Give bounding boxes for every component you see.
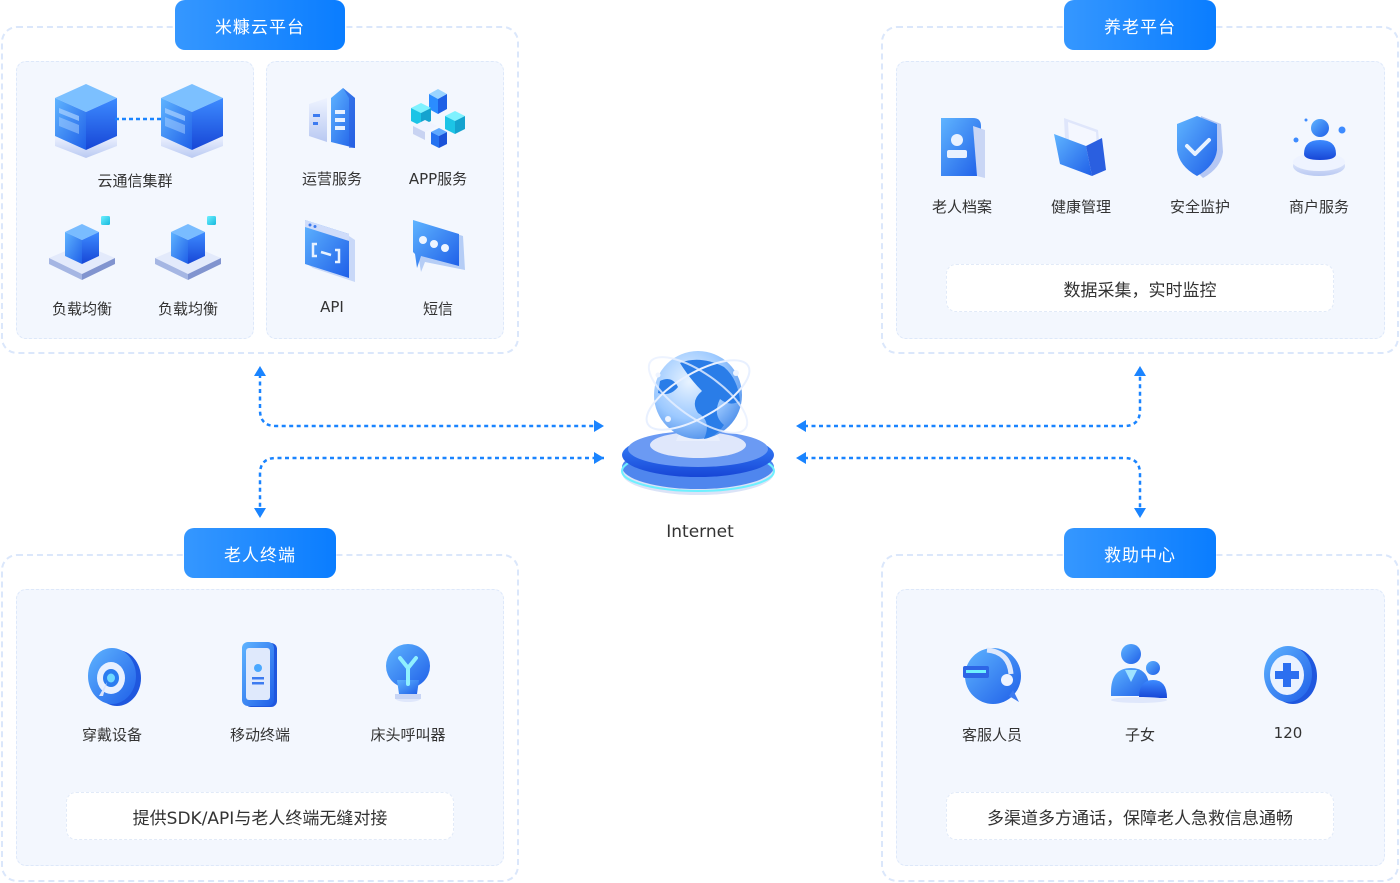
arrow-left-icon	[796, 420, 806, 432]
wearable-device-label: 穿戴设备	[81, 726, 142, 744]
sms-item: 短信	[383, 214, 493, 319]
bedside-caller-bulb-icon	[386, 644, 430, 702]
elderly-platform-title: 养老平台	[1064, 0, 1216, 50]
globe-icon	[621, 351, 775, 495]
connector-elderly	[804, 374, 1142, 428]
safety-monitor-label: 安全监护	[1169, 198, 1230, 216]
api-item: API	[277, 214, 387, 316]
elderly-terminal-note: 提供SDK/API与老人终端无缝对接	[66, 792, 454, 840]
cloud-cluster: 云通信集群	[40, 80, 230, 195]
wearable-device-icon	[88, 648, 141, 706]
merchant-service-item: 商户服务	[1264, 112, 1374, 217]
load-balancer-icon	[155, 216, 221, 280]
elderly-terminal-title: 老人终端	[184, 528, 336, 578]
connector-cloud	[258, 374, 596, 428]
internet-label: Internet	[666, 522, 734, 542]
safety-monitor-item: 安全监护	[1145, 112, 1255, 217]
load-balancer-label: 负载均衡	[51, 300, 112, 318]
sms-label: 短信	[422, 300, 453, 318]
arrow-left-icon	[796, 452, 806, 464]
app-service-item: APP服务	[383, 84, 493, 189]
operations-service-label: 运营服务	[301, 170, 362, 188]
folder-icon	[1054, 118, 1106, 176]
arrow-down-icon	[254, 508, 266, 518]
sms-bubble-icon	[413, 220, 465, 272]
emergency-120-item: 120	[1233, 640, 1343, 742]
bedside-caller-label: 床头呼叫器	[370, 726, 446, 744]
load-balancer-item: 负载均衡	[133, 214, 243, 319]
arrow-down-icon	[1134, 508, 1146, 518]
emergency-120-label: 120	[1273, 724, 1303, 742]
mobile-terminal-item: 移动终端	[205, 640, 315, 745]
cloud-cluster-label: 云通信集群	[97, 172, 173, 190]
shield-check-icon	[1177, 116, 1223, 178]
server-icon	[161, 84, 223, 158]
arrow-right-icon	[594, 420, 604, 432]
arrow-up-icon	[1134, 366, 1146, 376]
cluster-link-line	[115, 117, 161, 121]
merchant-service-label: 商户服务	[1288, 198, 1349, 216]
load-balancer-item: 负载均衡	[27, 214, 137, 319]
bedside-caller-item: 床头呼叫器	[353, 640, 463, 745]
customer-service-item: 客服人员	[937, 640, 1047, 745]
connector-rescue	[804, 456, 1142, 510]
mobile-terminal-label: 移动终端	[229, 726, 290, 744]
connector-terminal	[258, 456, 604, 510]
children-label: 子女	[1124, 726, 1155, 744]
server-icon	[55, 84, 117, 158]
health-management-item: 健康管理	[1026, 112, 1136, 217]
children-item: 子女	[1085, 640, 1195, 745]
family-users-icon	[1111, 644, 1167, 703]
merchant-user-icon	[1293, 118, 1346, 176]
profile-book-icon	[941, 118, 985, 178]
cloud-platform-title: 米糠云平台	[175, 0, 345, 50]
api-window-icon	[305, 220, 355, 282]
medical-cross-icon	[1264, 646, 1317, 704]
rescue-center-note: 多渠道多方通话，保障老人急救信息通畅	[946, 792, 1334, 840]
operations-service-item: 运营服务	[277, 84, 387, 189]
load-balancer-label: 负载均衡	[157, 300, 218, 318]
load-balancer-icon	[49, 216, 115, 280]
operations-building-icon	[309, 88, 355, 148]
elderly-platform-note: 数据采集，实时监控	[946, 264, 1334, 312]
mobile-phone-icon	[242, 642, 277, 707]
health-management-label: 健康管理	[1050, 198, 1111, 216]
rescue-center-title: 救助中心	[1064, 528, 1216, 578]
customer-service-headset-icon	[963, 647, 1021, 704]
cloud-services-group	[266, 61, 504, 339]
app-service-label: APP服务	[408, 170, 468, 188]
elderly-profile-item: 老人档案	[907, 112, 1017, 217]
api-label: API	[320, 298, 344, 316]
arrow-up-icon	[254, 366, 266, 376]
elderly-profile-label: 老人档案	[931, 198, 992, 216]
app-blocks-icon	[411, 89, 465, 148]
arrow-right-icon	[594, 452, 604, 464]
wearable-device-item: 穿戴设备	[57, 640, 167, 745]
customer-service-label: 客服人员	[961, 726, 1022, 744]
